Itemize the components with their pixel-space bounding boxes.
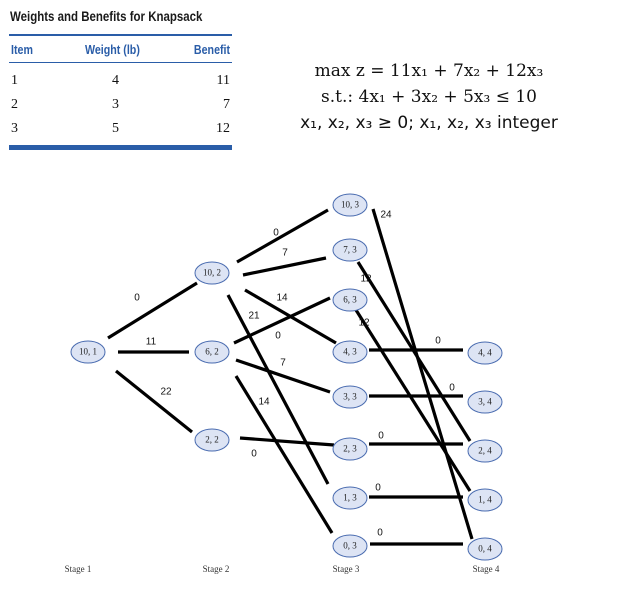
header-item: Item [11,42,33,57]
edge-label: 0 [375,483,381,494]
edge-6_3-to-1_4 [354,309,472,492]
cell-item: 1 [11,73,18,88]
table-row: 1 4 11 [9,69,232,93]
table-row: 3 5 12 [9,117,232,141]
knapsack-table: Item Weight (lb) Benefit 1 4 11 2 3 7 3 … [9,34,232,150]
edge-label: 11 [146,337,157,348]
edge-6_2-to-0_3 [234,375,334,534]
node-label: 4, 4 [478,348,492,358]
node-3_3 [332,385,368,409]
table-row: 2 3 7 [9,93,232,117]
integrality-line: x₁, x₂, x₃ ≥ 0; x₁, x₂, x₃ integer [300,113,558,133]
node-label: 2, 2 [205,435,219,445]
edge-label: 0 [435,336,441,347]
edge-label: 0 [449,383,455,394]
node-label: 1, 4 [478,495,492,505]
node-3_4 [467,390,503,414]
node-6_2 [194,340,230,364]
cell-benefit: 12 [216,121,230,136]
cell-item: 3 [11,121,18,136]
stage-label: Stage 1 [65,564,92,574]
cell-weight: 4 [112,73,119,88]
node-label: 0, 4 [478,544,492,554]
node-2_4 [467,439,503,463]
header-weight: Weight (lb) [85,42,140,57]
objective-line: max z = 11x₁ + 7x₂ + 12x₃ [314,61,544,81]
edge-label: 14 [258,397,270,408]
cell-weight: 3 [112,97,119,112]
edge-label: 0 [251,449,257,460]
node-4_3 [332,340,368,364]
node-label: 7, 3 [343,245,357,255]
edge-label: 21 [248,311,260,322]
node-4_4 [467,341,503,365]
cell-benefit: 7 [223,97,230,112]
header-benefit: Benefit [193,42,230,57]
edge-label: 0 [134,293,140,304]
node-10_2 [194,261,230,285]
edge-label: 22 [160,387,172,398]
table-bottom-rule [9,145,232,150]
edge-10_1-to-10_2 [107,281,198,340]
cell-weight: 5 [112,121,119,136]
node-10_1 [70,340,106,364]
node-2_2 [194,428,230,452]
node-label: 10, 2 [203,268,221,278]
node-label: 10, 3 [341,200,360,210]
node-label: 3, 3 [343,392,357,402]
node-label: 2, 3 [343,444,357,454]
cell-item: 2 [11,97,18,112]
table-top-rule [9,34,232,36]
edge-label: 0 [275,331,281,342]
edge-label: 12 [358,318,370,329]
node-0_3 [332,534,368,558]
node-label: 10, 1 [79,347,97,357]
edge-label: 0 [377,528,383,539]
node-6_3 [332,288,368,312]
edge-6_2-to-6_3 [233,296,331,345]
edge-label: 12 [360,274,372,285]
node-2_3 [332,437,368,461]
node-label: 3, 4 [478,397,492,407]
node-1_4 [467,488,503,512]
constraint-line: s.t.: 4x₁ + 3x₂ + 5x₃ ≤ 10 [321,87,537,107]
stage-label: Stage 4 [473,564,500,574]
node-label: 0, 3 [343,541,357,551]
edge-label: 0 [273,228,279,239]
node-0_4 [467,537,503,561]
node-label: 2, 4 [478,446,492,456]
node-7_3 [332,238,368,262]
node-label: 4, 3 [343,347,357,357]
node-label: 6, 3 [343,295,357,305]
optimization-formula: max z = 11x₁ + 7x₂ + 12x₃ s.t.: 4x₁ + 3x… [284,58,574,136]
edge-6_2-to-3_3 [235,358,331,394]
edge-2_2-to-2_3 [239,436,335,447]
node-label: 6, 2 [205,347,219,357]
edge-10_2-to-10_3 [236,208,329,264]
table-header-row: Item Weight (lb) Benefit [9,36,232,62]
edge-label: 0 [378,431,384,442]
edge-label: 24 [380,210,392,221]
edge-10_3-to-0_4 [371,208,474,540]
edge-label: 7 [282,248,288,259]
edge-10_2-to-1_3 [226,294,330,485]
node-10_3 [332,193,368,217]
edge-label: 7 [280,358,286,369]
table-title: Weights and Benefits for Knapsack [10,8,203,24]
stage-label: Stage 2 [203,564,230,574]
cell-benefit: 11 [216,73,230,88]
node-label: 1, 3 [343,493,357,503]
edge-label: 14 [276,293,288,304]
edge-10_1-to-2_2 [114,369,194,434]
table-header-rule [9,62,232,63]
edge-10_2-to-7_3 [242,256,327,277]
stage-label: Stage 3 [333,564,360,574]
node-1_3 [332,486,368,510]
